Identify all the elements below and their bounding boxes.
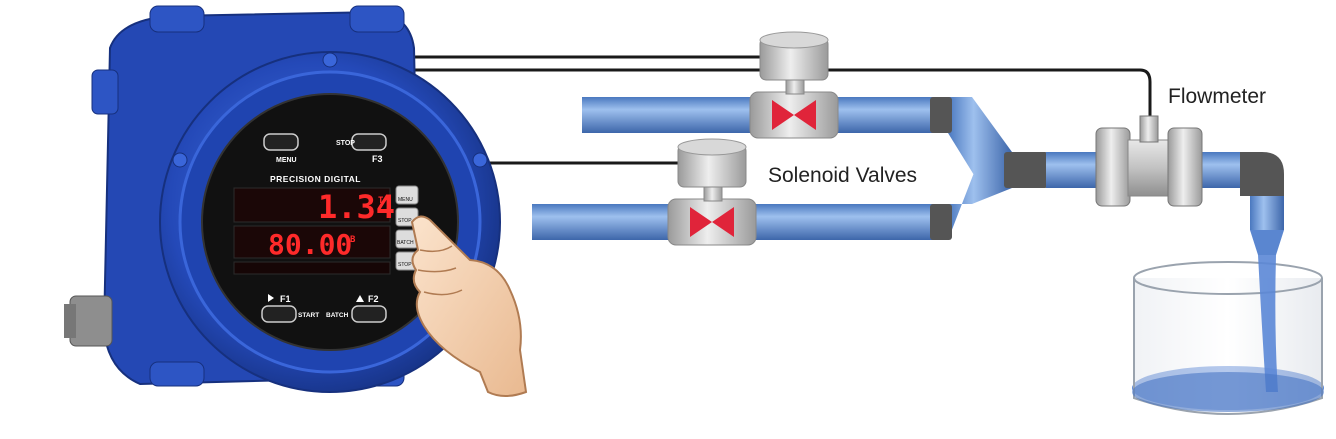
flowmeter-body [1127, 139, 1171, 197]
pipe-branch-bottom [948, 152, 1012, 240]
solenoid-valve-bottom [667, 138, 757, 246]
pipe-down [1250, 196, 1284, 230]
display-bottom-unit: B [350, 235, 356, 245]
display-top-unit: T [378, 196, 384, 206]
batch-label: BATCH [326, 312, 349, 319]
beaker [1132, 255, 1324, 415]
water-stream [1258, 255, 1278, 392]
side-menu-button[interactable] [395, 185, 419, 205]
nozzle [1250, 230, 1284, 255]
signal-wires [412, 55, 1152, 165]
f1-start-button[interactable] [261, 305, 297, 323]
pipe-merged-right [1196, 152, 1242, 188]
meter-bottom-buttons: F1 START F2 BATCH [261, 294, 387, 323]
flowmeter-sensor [1139, 115, 1159, 143]
display-bottom [233, 225, 391, 259]
coupling-top [930, 97, 952, 133]
stop-label-top: STOP [336, 140, 355, 147]
side-batch-label: BATCH [397, 240, 414, 246]
f2-label: F2 [368, 294, 379, 304]
flowmeter-label: Flowmeter [1168, 85, 1266, 108]
side-menu-label: MENU [398, 197, 413, 203]
display-strip [233, 261, 391, 275]
f2-batch-button[interactable] [351, 305, 387, 323]
f3-stop-button[interactable] [351, 133, 387, 151]
coupling-bottom [930, 204, 952, 240]
coupling-merge [1004, 152, 1048, 188]
menu-button-label: MENU [276, 157, 297, 164]
conduit-fitting [69, 295, 113, 347]
brand-label: PRECISION DIGITAL [270, 174, 361, 184]
start-label: START [298, 312, 319, 319]
display-top [233, 187, 391, 223]
pointing-hand [410, 215, 528, 397]
pipe-merged-left [1046, 152, 1098, 188]
solenoid-valves-label: Solenoid Valves [768, 164, 917, 187]
menu-button[interactable] [263, 133, 299, 151]
meter-displays: 1.34 T 80.00 B [233, 187, 395, 275]
f1-label: F1 [280, 294, 291, 304]
side-stop-label: STOP [398, 218, 412, 224]
solenoid-valve-top [749, 31, 839, 139]
meter-top-buttons: MENU STOP F3 [263, 133, 387, 164]
flange-right [1167, 127, 1203, 207]
display-bottom-value: 80.00 [268, 228, 352, 261]
flange-left [1095, 127, 1131, 207]
flowmeter [1095, 115, 1203, 207]
display-top-value: 1.34 [318, 188, 395, 226]
side-stop2-label: STOP [398, 262, 412, 268]
elbow-fitting [1240, 152, 1284, 196]
f3-label: F3 [372, 154, 383, 164]
wire-flowmeter [412, 68, 1152, 118]
